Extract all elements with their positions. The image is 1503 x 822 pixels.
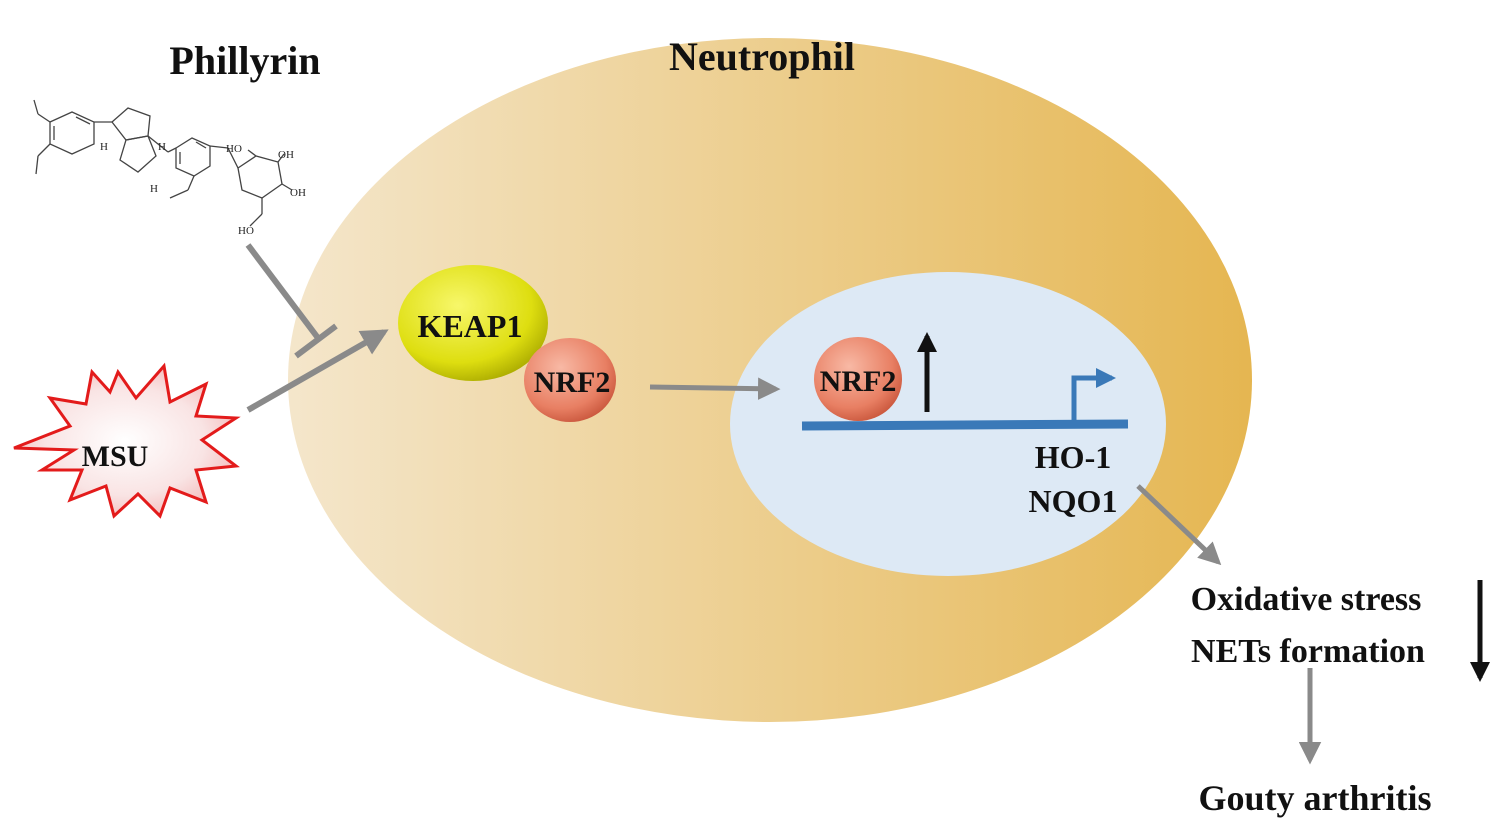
msu-activation-arrow (246, 329, 389, 413)
msu-starburst (13, 362, 241, 519)
nqo1-label: NQO1 (1029, 483, 1118, 519)
ho1-label: HO-1 (1035, 439, 1111, 475)
phillyrin-title: Phillyrin (169, 38, 320, 83)
nrf2-cytoplasm-protein (524, 338, 616, 422)
inhibition-arrow (245, 243, 338, 359)
keap1-label: KEAP1 (418, 308, 523, 344)
atom-ho-bottom: HO (238, 225, 254, 237)
gouty-arthritis-label: Gouty arthritis (1199, 778, 1432, 818)
nrf2-cytoplasm-label: NRF2 (534, 366, 611, 399)
atom-ho-top: HO (226, 143, 242, 155)
nrf2-nucleus-label: NRF2 (820, 365, 897, 398)
atom-h2: H (158, 141, 166, 153)
phillyrin-molecule (33, 99, 293, 227)
outcome-arrow (1136, 484, 1222, 566)
atom-oh-2: OH (290, 187, 306, 199)
keap1-protein (398, 265, 548, 381)
oxidative-stress-label: Oxidative stress (1191, 581, 1422, 618)
dna-strand (801, 419, 1129, 431)
molecule-atom-labels: H H H HO OH OH HO (100, 141, 306, 237)
nrf2-nucleus-protein (814, 337, 902, 421)
atom-oh-1: OH (278, 149, 294, 161)
neutrophil-title: Neutrophil (669, 34, 855, 79)
msu-label: MSU (82, 440, 149, 473)
atom-h1: H (100, 141, 108, 153)
nets-formation-label: NETs formation (1191, 633, 1425, 670)
nrf2-translocation-arrow (649, 377, 781, 400)
promoter-arrow (1071, 368, 1116, 424)
atom-h3: H (150, 183, 158, 195)
